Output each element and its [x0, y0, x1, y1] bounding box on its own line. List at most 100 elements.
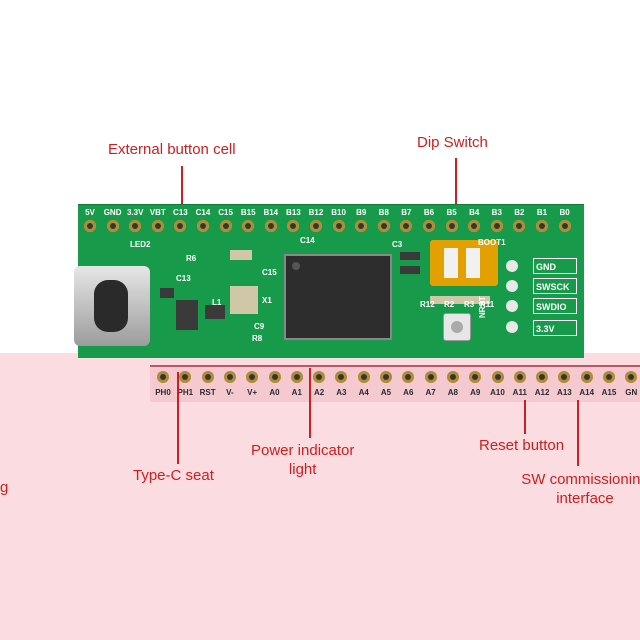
- sw-pin: [506, 280, 518, 292]
- smd-component: [400, 252, 420, 260]
- callout-power-indicator-line1: Power indicator: [251, 442, 355, 459]
- bottom-pin-hole: [469, 371, 482, 383]
- top-pin-hole: [513, 220, 526, 232]
- silk-nrst: NRST: [478, 296, 487, 318]
- top-pin-label: B3: [491, 208, 502, 217]
- bottom-pin-label: PH0: [155, 388, 171, 397]
- callout-external-button-cell: External button cell: [108, 141, 236, 158]
- top-pin-label: B4: [469, 208, 480, 217]
- top-pin-hole: [174, 220, 187, 232]
- top-pin-label: 5V: [85, 208, 95, 217]
- top-pin-label: B7: [401, 208, 412, 217]
- bottom-pin-hole: [580, 371, 593, 383]
- silk-c9: C9: [254, 322, 265, 331]
- bottom-pin-label: A9: [470, 388, 481, 397]
- leader-sw-interface: [577, 400, 579, 466]
- bottom-pin-hole: [179, 371, 192, 383]
- top-pin-hole: [377, 220, 390, 232]
- bottom-pin-hole: [536, 371, 549, 383]
- silk-c3: C3: [392, 240, 403, 249]
- top-pin-hole: [468, 220, 481, 232]
- callout-power-indicator-line2: light: [288, 461, 317, 478]
- bottom-pin-hole: [380, 371, 392, 383]
- top-pin-hole: [287, 220, 300, 232]
- bottom-pin-hole: [313, 371, 326, 383]
- silk-r3: R3: [464, 300, 475, 309]
- dip-switch-component: [430, 240, 498, 286]
- bottom-pin-label: A2: [313, 388, 325, 397]
- bottom-pin-label: V-: [226, 388, 234, 397]
- top-pin-label: B5: [446, 208, 457, 217]
- callout-type-c-seat: Type-C seat: [133, 467, 214, 484]
- top-pin-hole: [445, 220, 458, 232]
- bottom-pin-hole: [357, 371, 370, 383]
- silk-boot1: BOOT1: [478, 238, 506, 247]
- bottom-pin-hole: [513, 371, 526, 383]
- top-pin-label: B6: [423, 208, 435, 217]
- top-pin-label: GND: [103, 208, 122, 217]
- top-pin-label: 3.3V: [126, 208, 144, 217]
- bottom-pin-label: A14: [579, 388, 595, 397]
- leader-power-indicator: [309, 368, 311, 438]
- top-pin-hole: [129, 220, 142, 232]
- bottom-pin-hole: [625, 371, 638, 383]
- bottom-pin-hole: [424, 371, 437, 383]
- top-pin-label: C13: [173, 208, 188, 217]
- usb-type-c-connector: [74, 266, 150, 346]
- bottom-pin-label: A6: [403, 388, 414, 397]
- bottom-pin-label: V+: [247, 388, 258, 397]
- callout-left-fragment: g: [0, 479, 9, 496]
- top-pin-hole: [310, 220, 322, 232]
- silk-c14: C14: [300, 236, 315, 245]
- callout-sw-interface-line2: interface: [556, 490, 614, 507]
- top-pin-label: B15: [240, 208, 256, 217]
- reset-button-component: [443, 313, 471, 341]
- callout-sw-interface: SW commissioning interface: [511, 470, 640, 508]
- callout-dip-switch: Dip Switch: [417, 134, 488, 151]
- sw-pin: [506, 260, 518, 272]
- bottom-pin-hole: [491, 371, 504, 383]
- bottom-pin-label: A4: [358, 388, 369, 397]
- sw-label-swsck: SWSCK: [533, 278, 577, 294]
- top-pin-label: B12: [308, 208, 324, 217]
- sw-label-swdio: SWDIO: [533, 298, 577, 314]
- dip-switch-lever-2: [466, 248, 480, 278]
- bottom-pin-label: A11: [512, 388, 527, 397]
- top-pin-hole: [242, 220, 255, 232]
- microcontroller-chip: [284, 254, 392, 340]
- silk-r2: R2: [444, 300, 455, 309]
- top-pin-hole: [558, 220, 571, 232]
- bottom-pin-hole: [402, 371, 415, 383]
- bottom-pin-label: A5: [380, 388, 392, 397]
- bottom-pin-hole: [223, 371, 236, 383]
- bottom-pin-hole: [246, 371, 259, 383]
- bottom-pin-label: A8: [447, 388, 458, 397]
- top-pin-label: B2: [514, 208, 525, 217]
- bottom-pin-label: A12: [534, 388, 550, 397]
- usb-port-slot: [94, 280, 128, 332]
- top-pin-hole: [219, 220, 232, 232]
- leader-reset-button: [524, 400, 526, 434]
- bottom-pin-hole: [446, 371, 459, 383]
- top-pin-hole: [264, 220, 277, 232]
- chip-pin1-marker: [292, 262, 300, 270]
- sw-label-gnd: GND: [533, 258, 577, 274]
- top-pin-label: B13: [286, 208, 301, 217]
- callout-reset-button: Reset button: [479, 437, 565, 454]
- sw-pin: [506, 321, 518, 333]
- smd-component: [176, 300, 198, 330]
- top-pin-label: B8: [378, 208, 389, 217]
- bottom-pin-label: GN: [625, 388, 638, 397]
- silk-led2: LED2: [130, 240, 151, 249]
- top-pin-hole: [355, 220, 368, 232]
- silk-r8: R8: [252, 334, 263, 343]
- silk-x1: X1: [262, 296, 272, 305]
- top-pin-hole: [197, 220, 209, 232]
- silk-c15: C15: [262, 268, 277, 277]
- smd-component: [230, 250, 252, 260]
- bottom-pin-label: A10: [490, 388, 505, 397]
- callout-sw-interface-line1: SW commissioning: [521, 471, 640, 488]
- top-pin-label: B0: [559, 208, 570, 217]
- top-pin-hole: [400, 220, 413, 232]
- top-pin-hole: [151, 220, 164, 232]
